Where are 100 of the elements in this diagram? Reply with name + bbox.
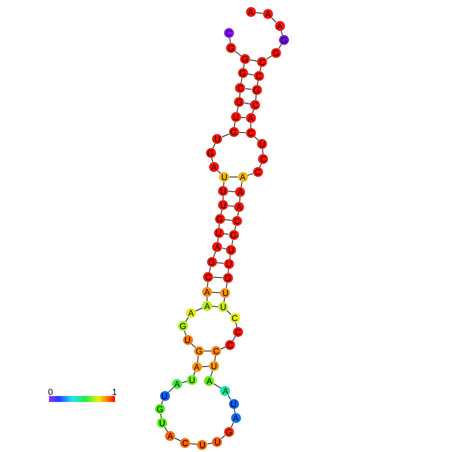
nucleotide-circle: C xyxy=(224,28,234,38)
backbone-line xyxy=(240,77,242,84)
nucleotide-circle: G xyxy=(214,214,225,224)
base-pair-line xyxy=(222,248,227,250)
base-pair-line xyxy=(249,59,258,62)
base-pair-line xyxy=(247,73,254,76)
nucleotide-circle: U xyxy=(197,440,208,450)
backbone-line xyxy=(228,394,232,400)
backbone-line xyxy=(218,223,220,229)
backbone-line xyxy=(266,55,272,60)
backbone-line xyxy=(255,12,264,14)
nucleotide-circle: G xyxy=(178,321,188,331)
backbone-line xyxy=(237,211,239,217)
backbone-line xyxy=(250,122,252,128)
nucleotide-circle: G xyxy=(206,257,217,267)
nucleotide-circle: U xyxy=(160,391,170,401)
nucleotide-circle: A xyxy=(230,413,241,423)
nucleotide-circle: C xyxy=(257,57,268,67)
backbone-line xyxy=(217,237,219,243)
backbone-line xyxy=(262,148,264,155)
backbone-line xyxy=(229,254,231,260)
nucleotide-circle: G xyxy=(252,85,262,95)
backbone-line xyxy=(210,370,213,377)
base-pair-line xyxy=(228,176,238,178)
backbone-line xyxy=(236,106,239,113)
nucleotide-circle: C xyxy=(250,100,260,110)
backbone-line xyxy=(240,181,242,188)
base-pair-line xyxy=(216,262,224,264)
nucleotide-circle: A xyxy=(165,431,176,441)
backbone-line xyxy=(222,196,224,200)
backbone-line xyxy=(228,268,229,274)
nucleotide-circle: G xyxy=(206,148,216,158)
backbone-line xyxy=(161,400,164,405)
backbone-line xyxy=(160,413,162,419)
nucleotide-circle: A xyxy=(208,162,219,172)
nucleotide-circle: G xyxy=(228,127,238,137)
nucleotide-circle: U xyxy=(182,335,192,345)
nucleotide-circle: C xyxy=(235,83,246,93)
nucleotide-circle: C xyxy=(252,167,263,177)
nucleotide-circle: G xyxy=(238,68,248,78)
nucleotide-circle: C xyxy=(230,313,240,323)
backbone-line xyxy=(190,443,198,445)
base-pair-line xyxy=(204,350,212,352)
backbone-line xyxy=(174,438,182,442)
backbone-line xyxy=(239,92,240,98)
backbone-line xyxy=(196,355,199,363)
nucleotide-circle: C xyxy=(225,340,236,350)
nucleotide-circle: C xyxy=(246,128,256,138)
base-pair-line xyxy=(228,190,236,192)
nucleotide-circle: C xyxy=(211,346,222,356)
nucleotide-circle: G xyxy=(224,427,234,437)
base-pair-line xyxy=(240,116,246,118)
backbone-line xyxy=(164,426,168,432)
base-pair-line xyxy=(238,132,246,134)
base-pair-line xyxy=(244,102,251,105)
nucleotide-circle: U xyxy=(218,186,228,196)
backbone-line xyxy=(234,121,236,128)
nucleotide-circle: A xyxy=(186,308,196,318)
scale-label: 0 xyxy=(48,388,54,397)
nucleotide-circle: U xyxy=(220,288,230,298)
backbone-line xyxy=(221,134,230,138)
nucleotide-circle: U xyxy=(208,361,219,371)
backbone-line xyxy=(206,281,208,288)
backbone-line xyxy=(229,37,231,44)
backbone-line xyxy=(254,136,260,142)
backbone-line xyxy=(226,282,228,289)
nucleotide-circle: A xyxy=(204,376,214,386)
backbone-line xyxy=(230,422,234,428)
base-pair-line xyxy=(212,292,221,294)
nucleotide-circle: G xyxy=(271,48,282,58)
backbone-line xyxy=(226,310,232,316)
nucleotide-circle: C xyxy=(233,327,244,337)
base-pair-line xyxy=(244,88,252,90)
backbone-line xyxy=(234,408,236,414)
backbone-line xyxy=(223,181,224,187)
nucleotide-circle: A xyxy=(192,362,202,372)
nucleotide-circle: U xyxy=(219,172,230,182)
backbone-line xyxy=(213,383,222,389)
nucleotide-circle: A xyxy=(263,9,273,19)
backbone-line xyxy=(181,380,188,384)
nucleotide-circle: C xyxy=(180,438,190,448)
backbone-line xyxy=(208,266,212,273)
nucleotide-circle: A xyxy=(172,379,182,389)
nucleotide-circle: A xyxy=(202,301,212,311)
nucleotide-circle: A xyxy=(212,242,222,252)
backbone-line xyxy=(278,44,282,50)
nucleotide-circle: U xyxy=(157,418,168,428)
nucleotide-circle: A xyxy=(234,202,244,212)
backbone-line xyxy=(214,355,216,362)
backbone-line xyxy=(255,94,257,101)
nucleotide-circle: G xyxy=(234,97,244,107)
base-pair-line xyxy=(212,276,224,278)
base-pair-line xyxy=(224,219,232,221)
nucleotide-circle: U xyxy=(212,134,222,144)
nucleotide-circle: G xyxy=(228,230,238,240)
nucleotide-circle: G xyxy=(279,35,290,45)
nucleotide-circle: U xyxy=(257,139,268,149)
nucleotide-circle: U xyxy=(228,399,238,409)
nucleotide-circle: C xyxy=(232,216,242,226)
nucleotide-circle: A xyxy=(235,187,246,197)
